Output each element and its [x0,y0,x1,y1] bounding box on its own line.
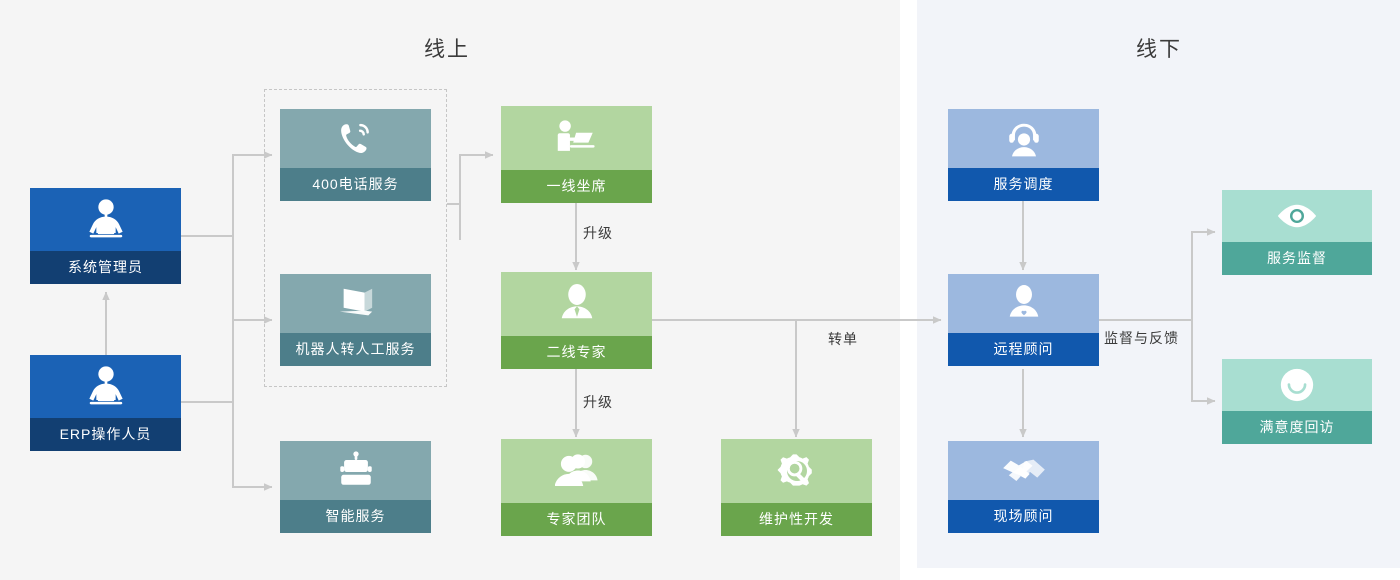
node-erp-operator[interactable]: ERP操作人员 [30,355,181,451]
node-smart-service[interactable]: 智能服务 [280,441,431,533]
node-service-supervision[interactable]: 服务监督 [1222,190,1372,275]
laptop-icon [280,274,431,333]
edge-label-supervise-feedback: 监督与反馈 [1104,330,1179,346]
node-onsite-consultant[interactable]: 现场顾问 [948,441,1099,533]
edge-label-upgrade-1: 升级 [583,225,613,241]
gear-wrench-icon [721,439,872,503]
edge-label-upgrade-2: 升级 [583,394,613,410]
node-label: 智能服务 [280,500,431,533]
node-robot-to-human[interactable]: 机器人转人工服务 [280,274,431,366]
handshake-icon [948,441,1099,500]
eye-icon [1222,190,1372,242]
node-remote-consultant[interactable]: 远程顾问 [948,274,1099,366]
operator-desk-icon [30,355,181,418]
node-first-line-agent[interactable]: 一线坐席 [501,106,652,203]
node-label: 满意度回访 [1222,411,1372,444]
node-label: 一线坐席 [501,170,652,203]
edge-label-transfer-order: 转单 [828,331,858,347]
node-sys-admin[interactable]: 系统管理员 [30,188,181,284]
consultant-icon [948,274,1099,333]
node-second-line-expert[interactable]: 二线专家 [501,272,652,369]
node-satisfaction-survey[interactable]: 满意度回访 [1222,359,1372,444]
expert-tie-icon [501,272,652,336]
panel-offline-title: 线下 [1136,38,1182,61]
node-label: 系统管理员 [30,251,181,284]
node-label: 维护性开发 [721,503,872,536]
node-label: 服务调度 [948,168,1099,201]
node-label: 机器人转人工服务 [280,333,431,366]
panel-online-title: 线上 [424,38,470,61]
agent-laptop-icon [501,106,652,170]
node-label: 二线专家 [501,336,652,369]
phone-ring-icon [280,109,431,168]
operator-desk-icon [30,188,181,251]
node-label: 现场顾问 [948,500,1099,533]
node-maintenance-dev[interactable]: 维护性开发 [721,439,872,536]
node-label: 专家团队 [501,503,652,536]
people-group-icon [501,439,652,503]
robot-icon [280,441,431,500]
node-service-dispatch[interactable]: 服务调度 [948,109,1099,201]
node-label: ERP操作人员 [30,418,181,451]
node-phone-400[interactable]: 400电话服务 [280,109,431,201]
headset-agent-icon [948,109,1099,168]
node-label: 远程顾问 [948,333,1099,366]
node-expert-team[interactable]: 专家团队 [501,439,652,536]
node-label: 服务监督 [1222,242,1372,275]
smiley-icon [1222,359,1372,411]
node-label: 400电话服务 [280,168,431,201]
